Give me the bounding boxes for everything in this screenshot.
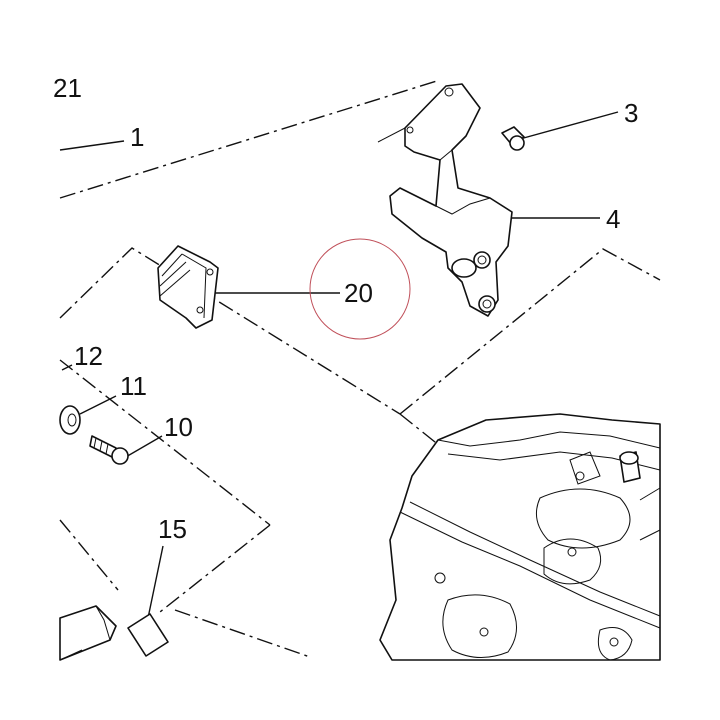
leader-lines [59,111,619,619]
callout-labels: 21 1 3 4 20 12 11 10 15 [53,73,638,544]
leader-3 [519,111,619,140]
grommet-part [157,245,219,329]
bracket-part [377,83,513,317]
callout-10: 10 [164,412,193,442]
leader-11 [79,395,117,415]
engine-casing [379,413,661,661]
leader-10 [123,435,163,459]
callout-11: 11 [120,371,147,401]
callout-20: 20 [344,278,373,308]
callout-4: 4 [606,204,620,234]
pipe-part-15 [59,605,169,661]
callout-15: 15 [158,514,187,544]
highlight-circle [309,238,411,340]
screw-part-10 [89,435,129,465]
leader-12 [61,364,73,371]
callout-21: 21 [53,73,82,103]
callout-1: 1 [130,122,144,152]
leader-1 [59,140,125,151]
screw-part-3 [501,126,525,151]
callout-3: 3 [624,98,638,128]
washer-part [59,405,81,435]
leader-15 [147,545,164,619]
callout-12: 12 [74,341,103,371]
phantom-lines [59,79,661,658]
